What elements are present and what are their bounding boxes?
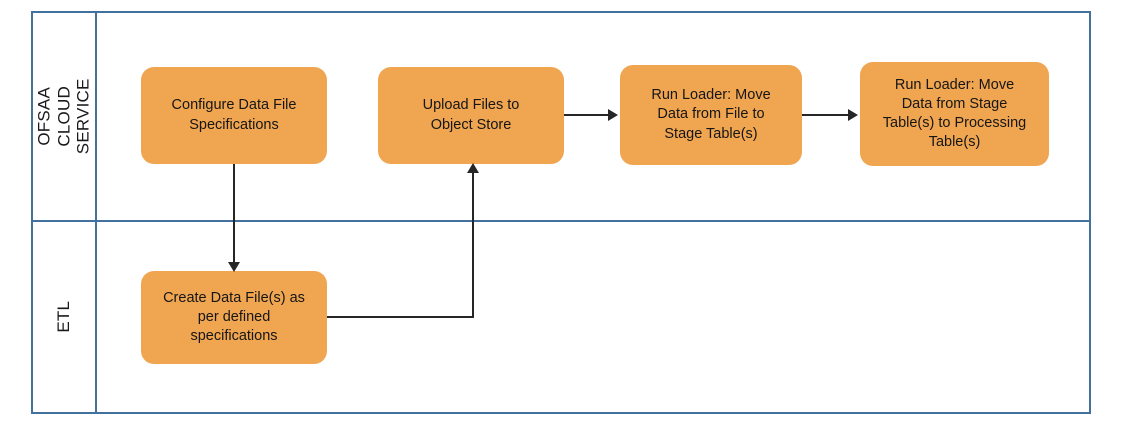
- lane-label-column-divider: [95, 11, 97, 414]
- node-create-data-files: Create Data File(s) as per defined speci…: [141, 271, 327, 364]
- connector-create-to-upload-horizontal-segment: [327, 316, 474, 318]
- connector-upload-to-loader-file-arrowhead-icon: [608, 109, 618, 121]
- lane-label-ofsaa-cloud-service: OFSAA CLOUD SERVICE: [33, 13, 95, 220]
- connector-create-to-upload-arrowhead-icon: [467, 163, 479, 173]
- connector-upload-to-loader-file-line: [564, 114, 612, 116]
- connector-configure-to-create-arrowhead-icon: [228, 262, 240, 272]
- node-upload-files-to-object-store: Upload Files to Object Store: [378, 67, 564, 164]
- lane-label-etl: ETL: [33, 222, 95, 412]
- connector-configure-to-create-line: [233, 164, 235, 264]
- node-configure-data-file-specifications: Configure Data File Specifications: [141, 67, 327, 164]
- connector-create-to-upload-vertical-segment: [472, 172, 474, 318]
- lane-label-ofsaa-text: OFSAA CLOUD SERVICE: [34, 78, 93, 155]
- node-run-loader-stage-to-processing: Run Loader: Move Data from Stage Table(s…: [860, 62, 1049, 166]
- connector-loader-file-to-loader-stage-line: [802, 114, 850, 116]
- node-run-loader-file-to-stage: Run Loader: Move Data from File to Stage…: [620, 65, 802, 165]
- lane-label-etl-text: ETL: [54, 301, 74, 333]
- lane-divider: [31, 220, 1091, 222]
- connector-loader-file-to-loader-stage-arrowhead-icon: [848, 109, 858, 121]
